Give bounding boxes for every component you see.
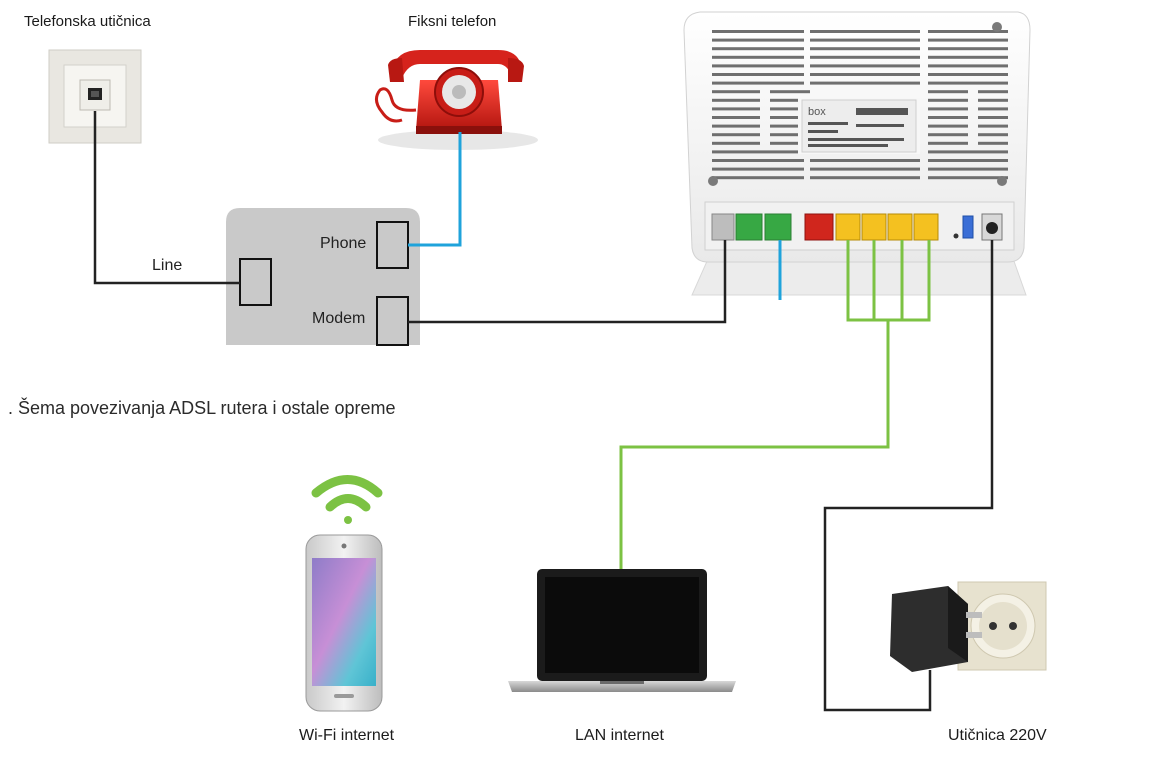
router-vent xyxy=(928,55,1008,59)
wall-jack-label: Telefonska utičnica xyxy=(24,13,151,30)
router-vent xyxy=(810,73,920,76)
router-vent xyxy=(712,38,804,42)
router-vent xyxy=(928,90,968,94)
router-vent xyxy=(770,116,810,119)
router-vent xyxy=(928,133,968,137)
router-vent xyxy=(810,167,920,171)
router-vent xyxy=(712,47,804,51)
router-vent xyxy=(712,98,760,102)
router-vent xyxy=(712,90,760,94)
router-vent xyxy=(712,55,804,59)
router-vent xyxy=(770,141,810,145)
wall-jack-icon xyxy=(48,49,142,144)
fixed-phone-icon xyxy=(375,50,538,150)
router-vent xyxy=(770,90,810,94)
modem-port-label: Modem xyxy=(312,310,366,327)
router-vent xyxy=(770,133,810,137)
router-vent xyxy=(928,64,1008,68)
dsl-cables xyxy=(93,111,994,712)
router-vent xyxy=(810,159,920,162)
router-vent xyxy=(810,47,920,51)
wifi-icon xyxy=(311,475,383,524)
fixed-phone-label: Fiksni telefon xyxy=(408,13,497,30)
laptop-icon xyxy=(508,569,736,692)
router-vent xyxy=(928,47,1008,51)
router-vent xyxy=(712,124,760,128)
socket-220v-label: Utičnica 220V xyxy=(948,727,1047,744)
router-vent xyxy=(810,176,920,180)
wifi-internet-label: Wi-Fi internet xyxy=(299,727,395,744)
phone-port-label: Phone xyxy=(320,235,367,252)
router-vent xyxy=(928,167,1008,171)
router-vent xyxy=(712,141,760,145)
router-vent xyxy=(712,150,804,154)
router-vent xyxy=(978,107,1008,111)
router-vent xyxy=(978,98,1008,102)
router-vent xyxy=(712,176,804,180)
smartphone-icon xyxy=(305,534,383,712)
router-vent xyxy=(712,64,804,68)
router-vent xyxy=(928,150,1008,154)
router-vent xyxy=(712,107,760,111)
router-vent xyxy=(712,30,804,33)
router-vent xyxy=(978,141,1008,145)
router-vent xyxy=(770,124,810,128)
router-vent xyxy=(928,141,968,145)
router-vent xyxy=(712,133,760,137)
router-vent xyxy=(810,55,920,59)
router-vent xyxy=(928,81,1008,85)
router-vent xyxy=(770,98,810,102)
router-vent xyxy=(712,159,804,162)
router-vent xyxy=(928,107,968,111)
router-vent xyxy=(978,90,1008,94)
line-cable xyxy=(93,111,240,285)
router-vent xyxy=(928,124,968,128)
diagram-caption: . Šema povezivanja ADSL rutera i ostale … xyxy=(8,398,396,418)
phone-cable xyxy=(408,132,462,247)
router-vent xyxy=(928,98,968,102)
router-vent xyxy=(928,38,1008,42)
adsl-router-icon: box xyxy=(683,11,1031,296)
router-brand-label: box xyxy=(808,106,826,118)
router-vent xyxy=(712,116,760,119)
router-vent xyxy=(928,176,1008,180)
router-vent xyxy=(928,116,968,119)
line-label: Line xyxy=(152,257,183,274)
router-vent xyxy=(928,30,1008,33)
power-adapter-icon xyxy=(890,586,982,672)
router-vent xyxy=(928,73,1008,76)
router-ports xyxy=(711,213,1003,241)
lan-internet-label: LAN internet xyxy=(575,727,664,744)
lan-cables xyxy=(619,240,931,572)
router-vent xyxy=(810,38,920,42)
router-vent xyxy=(712,81,804,85)
router-vent xyxy=(978,133,1008,137)
router-vent xyxy=(978,116,1008,119)
power-socket-icon xyxy=(957,581,1047,671)
router-vent xyxy=(978,124,1008,128)
modem-cable xyxy=(408,240,727,324)
router-vent xyxy=(712,167,804,171)
router-vent xyxy=(810,81,920,85)
router-vent xyxy=(928,159,1008,162)
router-vent xyxy=(712,73,804,76)
router-vent xyxy=(770,107,810,111)
router-vent xyxy=(810,64,920,68)
power-cable xyxy=(823,240,994,712)
router-vent xyxy=(810,30,920,33)
